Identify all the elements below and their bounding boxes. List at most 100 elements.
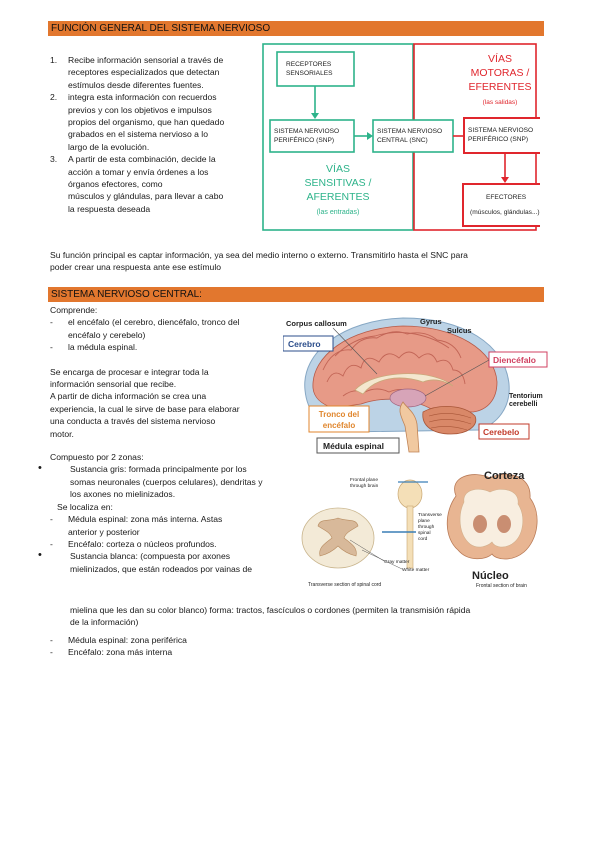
list-line: Encéfalo: zona más interna: [68, 647, 173, 658]
step-number: 3.: [50, 154, 58, 165]
step-line: previos y con los objetivos e impulsos: [68, 104, 212, 115]
step-line: la respuesta deseada: [68, 203, 151, 214]
snp-left-label: PERIFÉRICO (SNP): [274, 135, 334, 144]
label-corpus-callosum: Corpus callosum: [286, 319, 347, 328]
diencefalo-label-box: [488, 351, 548, 368]
summary-line: Su función principal es captar informaci…: [50, 250, 468, 260]
vias-motoras-label: MOTORAS /: [471, 67, 530, 79]
brain-sagittal-illustration: Corpus callosum Gyrus Sulcus Cerebro Die…: [283, 317, 548, 454]
snc-label: CENTRAL (SNC): [377, 137, 428, 144]
para-line: una conducta a través del sistema nervio…: [50, 416, 216, 427]
bullet-line: somas neuronales (cuerpos celulares), de…: [70, 476, 263, 487]
list-item: - Médula espinal: zona más interna. Asta…: [50, 513, 280, 538]
vias-motoras-label: VÍAS: [488, 52, 512, 65]
label-cerebro: Cerebro: [288, 339, 321, 349]
step-line: órganos efectores, como: [68, 179, 163, 190]
list-line: Encéfalo: corteza o núcleos profundos.: [68, 538, 217, 549]
brainstem-shape: [399, 401, 420, 453]
cerebelo-label-box: [478, 423, 530, 440]
section-header-funcion: FUNCIÓN GENERAL DEL SISTEMA NERVIOSO: [48, 21, 544, 36]
efectores-label: EFECTORES: [486, 194, 527, 201]
step-line: Recibe información sensorial a través de: [68, 55, 224, 65]
snp-right-box: [463, 117, 540, 154]
step-number: 1.: [50, 55, 58, 65]
list-line: la médula espinal.: [68, 342, 138, 353]
bullet-line: los axones no mielinizados.: [70, 489, 176, 500]
diencephalon-shape: [389, 388, 427, 408]
list-item: - la médula espinal.: [50, 341, 280, 353]
vias-sensitivas-note: (las entradas): [317, 209, 360, 216]
label-transverse-section: Transverse section of spinal cord: [308, 582, 381, 588]
gray-white-matter-illustration: Corteza Frontal plane through brain Tran…: [301, 470, 538, 589]
step-line: grabados en el sistema nervioso a lo: [68, 129, 208, 140]
bullet-line: Sustancia gris: formada principalmente p…: [70, 464, 247, 475]
label-transverse-plane: spinal: [418, 530, 431, 536]
vias-sensitivas-label: SENSITIVAS /: [305, 177, 372, 189]
nervous-system-flow-diagram: RECEPTORES SENSORIALES SISTEMA NERVIOSO …: [262, 43, 540, 231]
list-item: - Médula espinal: zona periférica: [50, 634, 350, 646]
tronco-label-box: [308, 405, 370, 433]
arrow-down-icon: [311, 113, 319, 119]
para-line: Se encarga de procesar e integrar toda l…: [50, 366, 209, 377]
label-tronco: Tronco del: [319, 410, 359, 419]
localiza-label: Se localiza en:: [57, 501, 113, 512]
bullet-item-gris: • Sustancia gris: formada principalmente…: [38, 462, 280, 500]
cerebro-label-box: [283, 335, 334, 352]
label-transverse-plane: plane: [418, 518, 430, 524]
corpus-callosum-shape: [354, 373, 454, 395]
label-tentorium: Tentorium: [509, 393, 543, 400]
label-tronco: encéfalo: [323, 421, 356, 430]
step-item: 1. Recibe información sensorial a través…: [50, 54, 255, 91]
step-item: 3. A partir de esta combinación, decide …: [50, 153, 255, 215]
section-header-snc: SISTEMA NERVIOSO CENTRAL:: [48, 287, 544, 302]
bullet-line: de la información): [70, 617, 139, 628]
medula-label-box: [316, 437, 400, 454]
list-item: - Encéfalo: corteza o núcleos profundos.: [50, 538, 280, 550]
zonas-label: Compuesto por 2 zonas:: [50, 452, 144, 463]
vias-sensitivas-label: AFERENTES: [306, 191, 369, 203]
list-item: - el encéfalo (el cerebro, diencéfalo, t…: [50, 316, 280, 341]
list-line: Médula espinal: zona más interna. Astas: [68, 514, 223, 525]
label-cerebelo: Cerebelo: [483, 427, 519, 437]
bullet-line: mielinizados, que están rodeados por vai…: [70, 563, 253, 574]
bullet-line: mielina que les dan su color blanco) for…: [70, 605, 471, 615]
label-frontal-plane: Frontal plane: [350, 477, 378, 483]
receptores-label: SENSORIALES: [286, 70, 333, 77]
label-gyrus: Gyrus: [420, 317, 442, 326]
list-line: Médula espinal: zona periférica: [68, 635, 187, 645]
list-line: encéfalo y cerebelo): [68, 329, 146, 340]
label-corteza: Corteza: [484, 470, 525, 482]
summary-line: poder crear una respuesta ante ese estím…: [50, 262, 222, 273]
label-tentorium: cerebelli: [509, 401, 537, 408]
list-item: - Encéfalo: zona más interna: [50, 646, 350, 658]
function-summary: Su función principal es captar informaci…: [50, 249, 550, 274]
para-line: motor.: [50, 428, 74, 439]
blanca-continuation: mielina que les dan su color blanco) for…: [70, 604, 550, 629]
snp-left-label: SISTEMA NERVIOSO: [274, 128, 339, 135]
label-nucleo: Núcleo: [472, 570, 509, 582]
snp-right-label: PERIFÉRICO (SNP): [468, 134, 528, 143]
function-steps-list: 1. Recibe información sensorial a través…: [50, 54, 255, 215]
arrow-right-icon: [367, 132, 373, 140]
step-line: A partir de esta combinación, decide la: [68, 154, 216, 165]
label-sulcus: Sulcus: [447, 326, 472, 335]
step-number: 2.: [50, 92, 58, 103]
label-medula: Médula espinal: [323, 441, 384, 451]
step-line: estímulos desde diferentes fuentes.: [68, 79, 204, 90]
step-line: propios del organismo, que han quedado: [68, 117, 225, 128]
efectores-box: [462, 183, 540, 227]
snc-box: [372, 119, 454, 153]
step-line: acción a tomar y envía órdenes a los: [68, 166, 209, 177]
arrow-down-icon: [501, 177, 509, 183]
snp-right-label: SISTEMA NERVIOSO: [468, 127, 533, 134]
vias-motoras-note: (las salidas): [483, 99, 518, 106]
para-line: A partir de dicha información se crea un…: [50, 391, 207, 402]
list-line: anterior y posterior: [68, 526, 140, 537]
receptores-label: RECEPTORES: [286, 61, 332, 68]
vias-sensitivas-label: VÍAS: [326, 162, 350, 175]
label-transverse-plane: Transverse: [418, 512, 442, 518]
label-gray-matter: Gray matter: [384, 559, 410, 565]
para-line: información sensorial que recibe.: [50, 379, 177, 390]
para-line: experiencia, la cual le sirve de base pa…: [50, 403, 240, 414]
efectores-label: (músculos, glándulas...): [470, 209, 540, 216]
